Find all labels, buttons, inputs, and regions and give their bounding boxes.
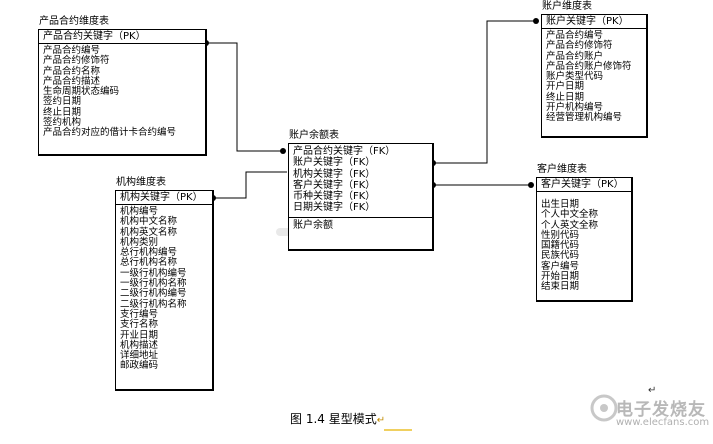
attribute-row: 个人中文全称: [541, 209, 599, 221]
attribute-row: 机构英文名称: [120, 226, 178, 238]
fact-table: 产品合约关键字（FK） 账户关键字（FK） 机构关键字（FK） 客户关键字（FK…: [288, 143, 434, 251]
account-dimension-title: 账户维度表: [542, 1, 592, 12]
attribute-row: 个人英文全称: [541, 219, 599, 231]
attribute-row: 生命周期状态编码: [43, 86, 120, 98]
attribute-row: 邮政编码: [120, 360, 159, 372]
customer-dimension-title: 客户维度表: [537, 164, 587, 175]
connector-dot: [528, 182, 534, 188]
fact-table-keys: 产品合约关键字（FK） 账户关键字（FK） 机构关键字（FK） 客户关键字（FK…: [289, 144, 432, 218]
paragraph-return-mark: ↵: [648, 385, 657, 396]
attribute-row: 签约机构: [43, 117, 82, 129]
watermark-logo-icon: [590, 394, 618, 422]
watermark-url: www.elecfans.com: [616, 417, 710, 428]
attribute-row: 终止日期: [43, 106, 82, 118]
attribute-row: 开业日期: [120, 329, 159, 341]
attribute-row: 开户机构编号: [546, 102, 604, 114]
attribute-row: 出生日期: [541, 199, 580, 210]
attribute-row: 一级行机构编号: [120, 267, 187, 279]
foreign-key-row: 日期关键字（FK）: [293, 202, 376, 214]
figure-caption-text: 图 1.4 星型模式: [290, 412, 377, 426]
attribute-row: 详细地址: [120, 350, 159, 362]
attribute-row: 签约日期: [43, 96, 82, 108]
account-dimension-table: 账户关键字（PK） 产品合约编号 产品合约修饰符 产品合约账户 产品合约账户修饰…: [541, 14, 648, 138]
attribute-row: 产品合约编号: [43, 45, 101, 56]
caption-highlight: [384, 429, 412, 431]
attribute-row: 总行机构编号: [120, 247, 178, 259]
attribute-row: 二级行机构编号: [120, 288, 187, 300]
attribute-row: 机构描述: [120, 339, 159, 351]
attribute-row: 结束日期: [541, 281, 580, 293]
attribute-row: 二级行机构名称: [120, 298, 187, 310]
attribute-row: 产品合约账户修饰符: [546, 60, 632, 72]
watermark: 电子发烧友 www.elecfans.com: [588, 393, 710, 437]
foreign-key-row: 产品合约关键字（FK）: [293, 146, 396, 157]
connector-fact-account: [433, 20, 536, 164]
foreign-key-row: 账户关键字（FK）: [293, 157, 376, 169]
attribute-row: 国籍代码: [541, 240, 580, 252]
attribute-row: 产品合约修饰符: [546, 40, 613, 52]
account-dimension-attrs: 产品合约编号 产品合约修饰符 产品合约账户 产品合约账户修饰符 账户类型代码 开…: [542, 29, 646, 124]
foreign-key-row: 客户关键字（FK）: [293, 179, 376, 191]
attribute-row: 机构中文名称: [120, 216, 178, 228]
attribute-row: 民族代码: [541, 250, 580, 262]
attribute-row: 机构类别: [120, 236, 159, 248]
attribute-row: 开户日期: [546, 81, 585, 93]
org-dimension-attrs: 机构编号 机构中文名称 机构英文名称 机构类别 总行机构编号 总行机构名称 一级…: [116, 205, 212, 372]
connector-dot: [280, 148, 286, 154]
org-dimension-table: 机构关键字（PK） 机构编号 机构中文名称 机构英文名称 机构类别 总行机构编号…: [115, 190, 214, 391]
measure-row: 账户余额: [293, 219, 333, 231]
fact-table-measures: 账户余额: [289, 218, 432, 232]
figure-caption: 图 1.4 星型模式↵: [290, 412, 385, 428]
attribute-row: 账户类型代码: [546, 71, 604, 83]
attribute-row: 产品合约对应的借计卡合约编号: [43, 127, 177, 139]
attribute-row: 机构编号: [120, 206, 159, 217]
attribute-row: 产品合约账户: [546, 50, 604, 62]
attribute-row: 性别代码: [541, 229, 580, 241]
customer-dimension-key: 客户关键字（PK）: [537, 178, 631, 192]
product-dimension-attrs: 产品合约编号 产品合约修饰符 产品合约名称 产品合约描述 生命周期状态编码 签约…: [39, 44, 205, 139]
attribute-row: 支行名称: [120, 319, 159, 331]
attribute-row: 产品合约描述: [43, 75, 101, 87]
attribute-row: 产品合约修饰符: [43, 55, 110, 67]
attribute-row: 经营管理机构编号: [546, 112, 623, 124]
connector-product-fact: [206, 42, 283, 152]
attribute-row: 支行编号: [120, 308, 159, 320]
attribute-row: 产品合约编号: [546, 30, 604, 41]
attribute-row: 产品合约名称: [43, 65, 101, 77]
foreign-key-row: 机构关键字（FK）: [293, 168, 376, 180]
attribute-row: 总行机构名称: [120, 257, 178, 269]
attribute-row: 一级行机构名称: [120, 278, 187, 290]
attribute-row: 开始日期: [541, 271, 580, 283]
attribute-row: 终止日期: [546, 91, 585, 103]
org-dimension-key: 机构关键字（PK）: [116, 191, 212, 205]
foreign-key-row: 币种关键字（FK）: [293, 191, 376, 203]
fact-table-title: 账户余额表: [289, 130, 339, 141]
customer-dimension-table: 客户关键字（PK） 出生日期 个人中文全称 个人英文全称 性别代码 国籍代码 民…: [536, 177, 633, 302]
account-dimension-key: 账户关键字（PK）: [542, 15, 646, 29]
product-dimension-table: 产品合约关键字（PK） 产品合约编号 产品合约修饰符 产品合约名称 产品合约描述…: [38, 29, 207, 156]
connector-org-fact: [213, 171, 287, 199]
connector-dot: [533, 18, 539, 24]
product-dimension-key: 产品合约关键字（PK）: [39, 30, 205, 44]
org-dimension-title: 机构维度表: [116, 177, 166, 188]
customer-dimension-attrs: 出生日期 个人中文全称 个人英文全称 性别代码 国籍代码 民族代码 客户编号 开…: [537, 192, 631, 293]
product-dimension-title: 产品合约维度表: [39, 16, 109, 27]
attribute-row: 客户编号: [541, 260, 580, 272]
watermark-text: 电子发烧友: [616, 400, 706, 420]
caption-return-mark: ↵: [376, 415, 386, 426]
